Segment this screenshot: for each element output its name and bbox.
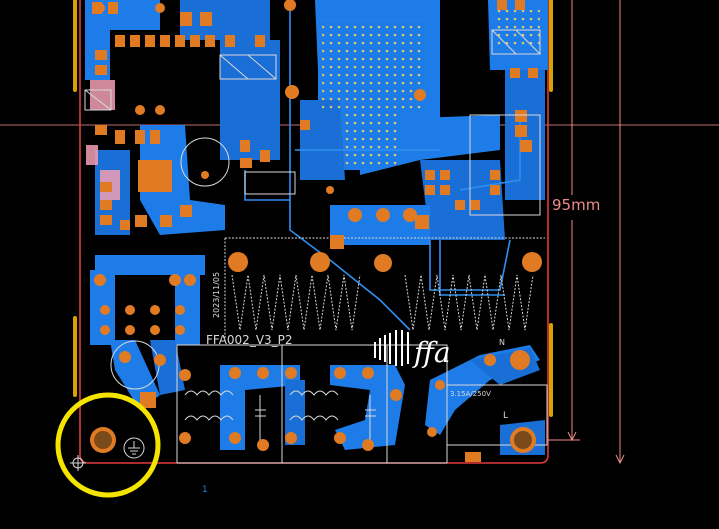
highlight-circle	[55, 392, 161, 498]
l-terminal-hole[interactable]	[510, 427, 536, 453]
dimension-lines	[548, 0, 625, 465]
logo-text: ffa	[412, 336, 451, 369]
layer-number-label: 1	[202, 485, 208, 495]
terminal-n-label: N	[499, 338, 505, 347]
component-outlines	[84, 29, 541, 216]
smd-pads	[92, 0, 538, 462]
ffa-logo: ffa	[374, 330, 451, 369]
keepout-areas	[86, 80, 120, 200]
fuse-label: 3.15A/250V	[450, 390, 491, 398]
fab-edge-markers	[73, 0, 553, 417]
dimension-label: 95mm	[552, 196, 600, 214]
transformer-coil-silkscreen	[224, 237, 545, 340]
ground-mounting-hole[interactable]	[90, 427, 145, 459]
through-hole-pads	[94, 0, 542, 451]
board-date-label: 2023/11/05	[212, 272, 221, 318]
board-name-label: FFA002_V3_P2	[206, 333, 293, 347]
fuse-outline	[446, 384, 548, 446]
origin-marker	[70, 455, 86, 471]
terminal-l-label: L	[503, 411, 508, 421]
n-terminal-hole[interactable]	[510, 350, 530, 370]
